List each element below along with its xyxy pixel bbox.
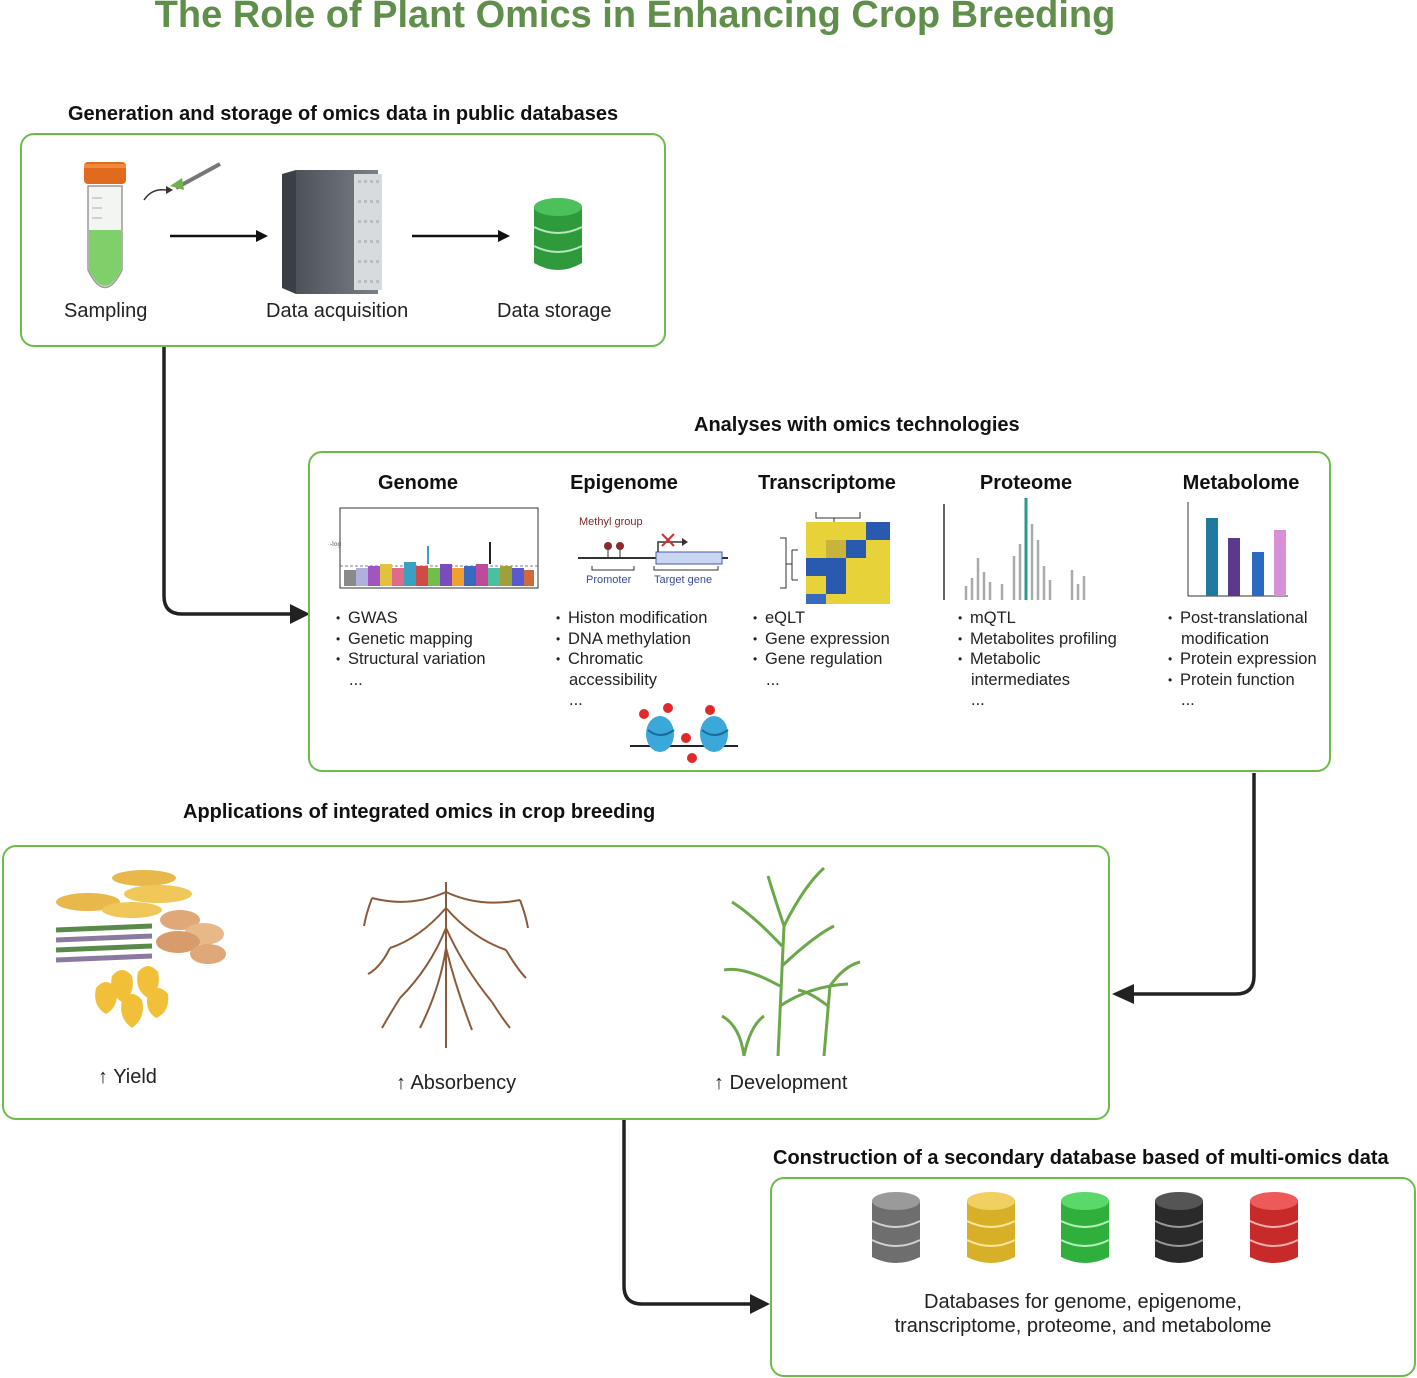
- bar-chart-icon: [1187, 502, 1288, 597]
- target-gene-label: Target gene: [654, 574, 713, 586]
- sequencer-icon: [282, 170, 382, 294]
- section3-title: Applications of integrated omics in crop…: [183, 801, 656, 823]
- database-caption-line2: transcriptome, proteome, and metabolome: [894, 1315, 1272, 1337]
- metabolome-items: Post-translational modification Protein …: [1168, 608, 1317, 711]
- section4-box: [770, 1177, 1416, 1377]
- arrow-icon: [412, 230, 510, 242]
- methyl-group-label: Methyl group: [579, 516, 643, 528]
- database-caption-line1: Databases for genome, epigenome,: [924, 1291, 1242, 1313]
- section2-box: [308, 451, 1331, 772]
- nucleosome-icon: [630, 703, 738, 763]
- step-data-storage: Data storage: [497, 300, 612, 322]
- mass-spectrum-icon: [943, 498, 1086, 600]
- list-item: DNA methylation: [556, 629, 707, 650]
- svg-text:-log: -log: [330, 541, 342, 548]
- list-more: ...: [766, 670, 780, 689]
- list-item: Metabolic: [958, 649, 1117, 670]
- manhattan-plot-icon: -log: [330, 507, 539, 589]
- plant-icon: [721, 866, 861, 1057]
- genome-items: GWAS Genetic mapping Structural variatio…: [336, 608, 486, 690]
- database-red-icon: [1249, 1192, 1299, 1263]
- step-data-acquisition: Data acquisition: [266, 300, 409, 322]
- databases-row: [871, 1192, 1299, 1263]
- section4-title: Construction of a secondary database bas…: [773, 1147, 1389, 1169]
- list-item-cont: modification: [1181, 629, 1270, 648]
- list-item-cont: accessibility: [569, 670, 658, 689]
- arrow-icon: [170, 230, 268, 242]
- col-title-metabolome: Metabolome: [1182, 472, 1300, 494]
- list-item: Protein expression: [1168, 649, 1317, 670]
- section1-title: Generation and storage of omics data in …: [68, 103, 619, 125]
- application-absorbency: ↑ Absorbency: [396, 1072, 517, 1094]
- epigenome-items: Histon modification DNA methylation Chro…: [556, 608, 707, 711]
- col-title-proteome: Proteome: [979, 472, 1073, 494]
- database-green-icon: [1060, 1192, 1110, 1263]
- list-item: Post-translational: [1168, 608, 1317, 629]
- list-more: ...: [569, 691, 583, 709]
- database-gray-icon: [871, 1192, 921, 1263]
- gene-promoter-diagram: [578, 533, 728, 571]
- application-yield: ↑ Yield: [98, 1066, 157, 1088]
- database-caption: Databases for genome, epigenome, transcr…: [770, 1290, 1396, 1338]
- list-item: Gene regulation: [753, 649, 890, 670]
- list-item: eQLT: [753, 608, 890, 629]
- section3-box: [2, 845, 1110, 1120]
- application-development: ↑ Development: [714, 1072, 848, 1094]
- promoter-label: Promoter: [586, 574, 632, 586]
- list-item: Protein function: [1168, 670, 1317, 691]
- heatmap-icon: [780, 512, 890, 604]
- list-item-cont: intermediates: [971, 670, 1071, 689]
- col-title-transcriptome: Transcriptome: [758, 472, 896, 494]
- section1-box: [20, 133, 666, 347]
- list-item: Genetic mapping: [336, 629, 486, 650]
- list-item: Chromatic: [556, 649, 707, 670]
- database-yellow-icon: [966, 1192, 1016, 1263]
- section2-title: Analyses with omics technologies: [694, 414, 1020, 436]
- sample-tube-icon: [84, 162, 221, 289]
- list-more: ...: [971, 691, 985, 709]
- list-item: Structural variation: [336, 649, 486, 670]
- database-icon: [533, 198, 583, 270]
- step-sampling: Sampling: [64, 300, 148, 322]
- database-black-icon: [1154, 1192, 1204, 1263]
- roots-icon: [363, 882, 529, 1048]
- crops-icon: [55, 870, 226, 1028]
- col-title-genome: Genome: [377, 472, 459, 494]
- list-more: ...: [1181, 691, 1195, 709]
- list-item: mQTL: [958, 608, 1117, 629]
- list-item: Histon modification: [556, 608, 707, 629]
- list-item: Metabolites profiling: [958, 629, 1117, 650]
- list-item: Gene expression: [753, 629, 890, 650]
- transcriptome-items: eQLT Gene expression Gene regulation ...: [753, 608, 890, 690]
- list-item: GWAS: [336, 608, 486, 629]
- page-title: The Role of Plant Omics in Enhancing Cro…: [154, 0, 1116, 36]
- proteome-items: mQTL Metabolites profiling Metabolic int…: [958, 608, 1117, 711]
- list-more: ...: [349, 670, 363, 689]
- col-title-epigenome: Epigenome: [570, 472, 678, 494]
